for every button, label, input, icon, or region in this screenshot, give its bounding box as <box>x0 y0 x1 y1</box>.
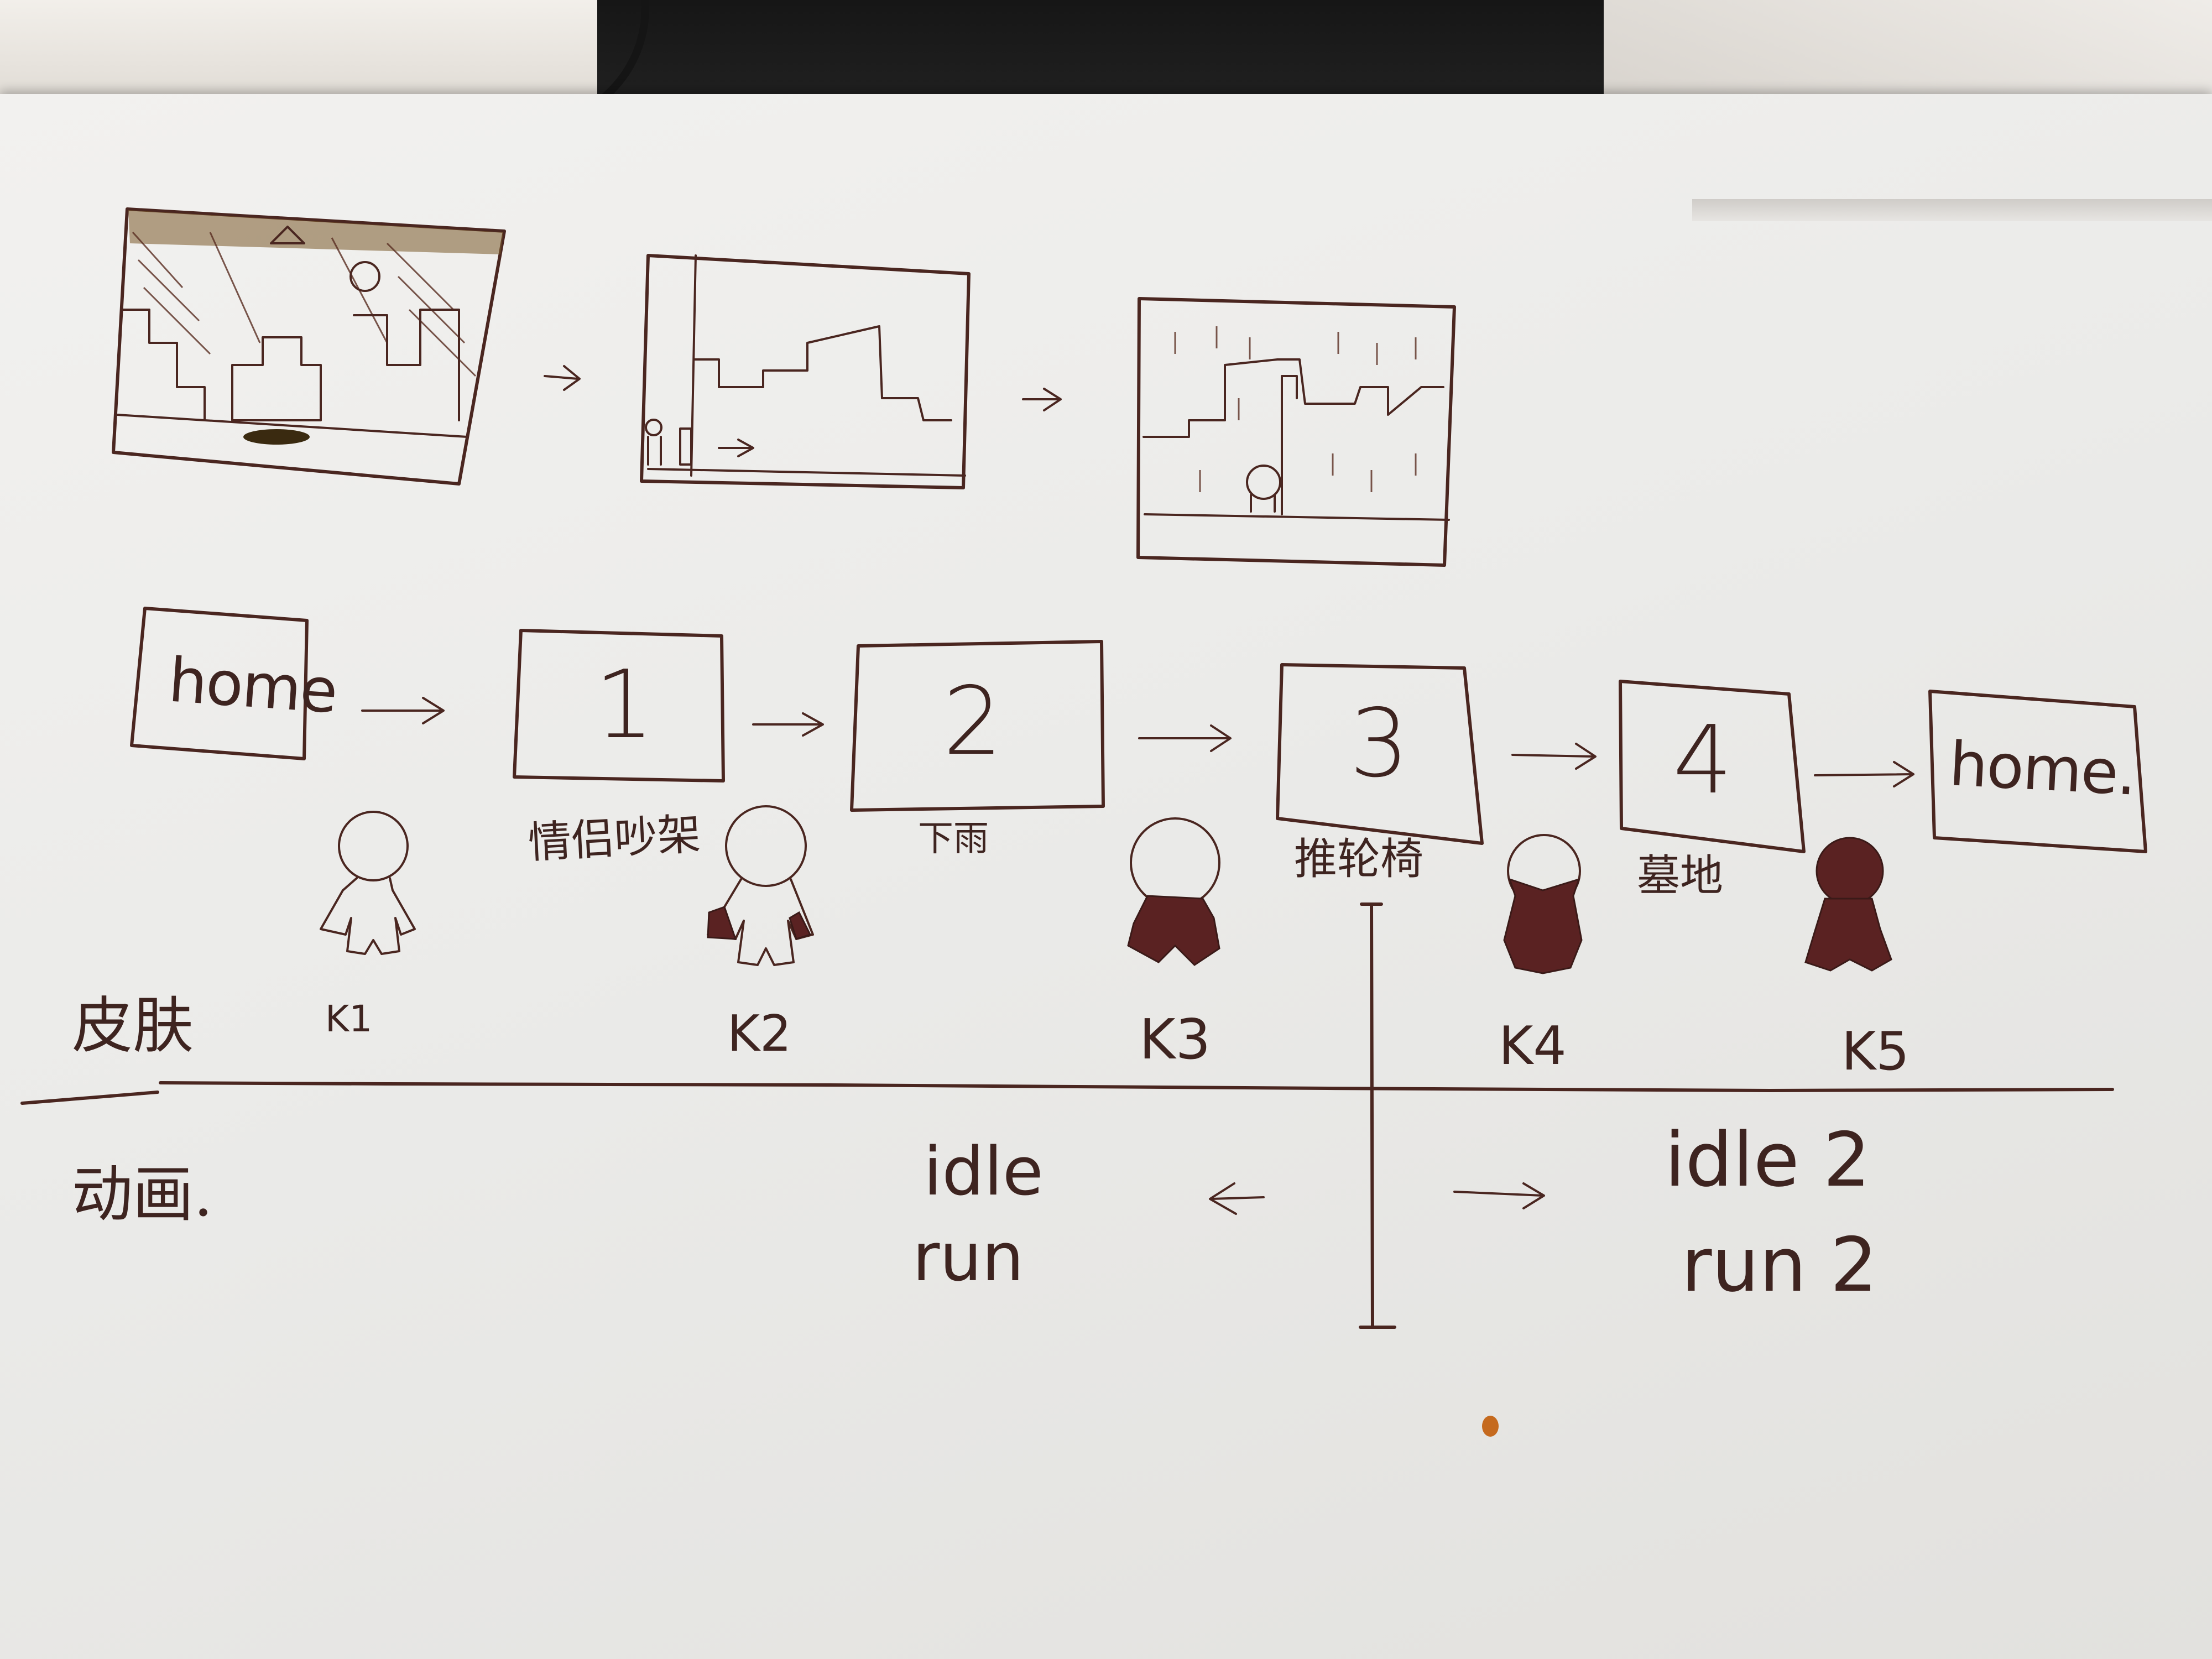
arrow-3-4 <box>1511 743 1597 770</box>
anim-right-idle2: idle 2 <box>1665 1117 1871 1203</box>
level-box-2 <box>850 640 1105 812</box>
arrow-1-2 <box>752 712 824 737</box>
anim-right-run2: run 2 <box>1681 1222 1878 1308</box>
level-box-home-end <box>1928 690 2147 853</box>
level-box-2-label: 2 <box>943 667 1003 776</box>
storyboard-frame-2 <box>640 254 971 489</box>
divider-line <box>20 1081 2114 1105</box>
skin-figure-k5 <box>1804 837 1892 972</box>
anim-left-idle: idle <box>924 1134 1044 1211</box>
level-box-4 <box>1619 680 1806 853</box>
skin-label-k2: K2 <box>727 1005 792 1063</box>
arrow-frame-2-3 <box>1022 388 1062 411</box>
skin-figure-k3 <box>1127 817 1220 966</box>
split-marker <box>1359 902 1396 1329</box>
level-caption-2: 下雨 <box>918 818 989 859</box>
arrow-right-anim <box>1453 1182 1545 1209</box>
anim-left-run: run <box>912 1219 1024 1296</box>
level-flow-boxes <box>130 607 2147 853</box>
skin-figure-k1 <box>320 811 416 955</box>
skin-label-k5: K5 <box>1841 1021 1910 1082</box>
storyboard-frame-3 <box>1136 297 1456 567</box>
arrow-4-home <box>1814 761 1914 787</box>
level-box-1-label: 1 <box>594 650 655 760</box>
skin-label-k1: K1 <box>325 998 373 1040</box>
level-box-4-label: 4 <box>1673 706 1733 815</box>
level-box-3 <box>1276 663 1484 845</box>
skin-label-k4: K4 <box>1499 1016 1567 1077</box>
level-caption-4: 墓地 <box>1637 851 1724 901</box>
skin-figure-k4 <box>1503 834 1583 974</box>
level-box-3-label: 3 <box>1349 689 1410 799</box>
ink-stain <box>1482 1416 1499 1437</box>
skin-row-label: 皮肤 <box>72 990 194 1061</box>
animation-row-label: 动画. <box>72 1159 213 1230</box>
level-box-home-end-label: home. <box>1947 728 2137 809</box>
arrow-2-3 <box>1138 724 1232 752</box>
level-box-home <box>130 607 309 760</box>
level-box-home-label: home <box>166 644 339 727</box>
skin-figures <box>320 805 1892 974</box>
skin-label-k3: K3 <box>1139 1007 1211 1072</box>
paper-edge <box>1692 199 2212 221</box>
storyboard-frame-1 <box>112 207 506 486</box>
level-caption-3: 推轮椅 <box>1294 834 1424 884</box>
arrow-home-1 <box>361 697 445 724</box>
arrow-left-anim <box>1209 1182 1265 1215</box>
arrow-frame-1-2 <box>544 365 581 391</box>
level-caption-1: 情侣吵架 <box>526 809 702 869</box>
skin-figure-k2 <box>707 805 814 966</box>
level-box-1 <box>513 629 725 782</box>
